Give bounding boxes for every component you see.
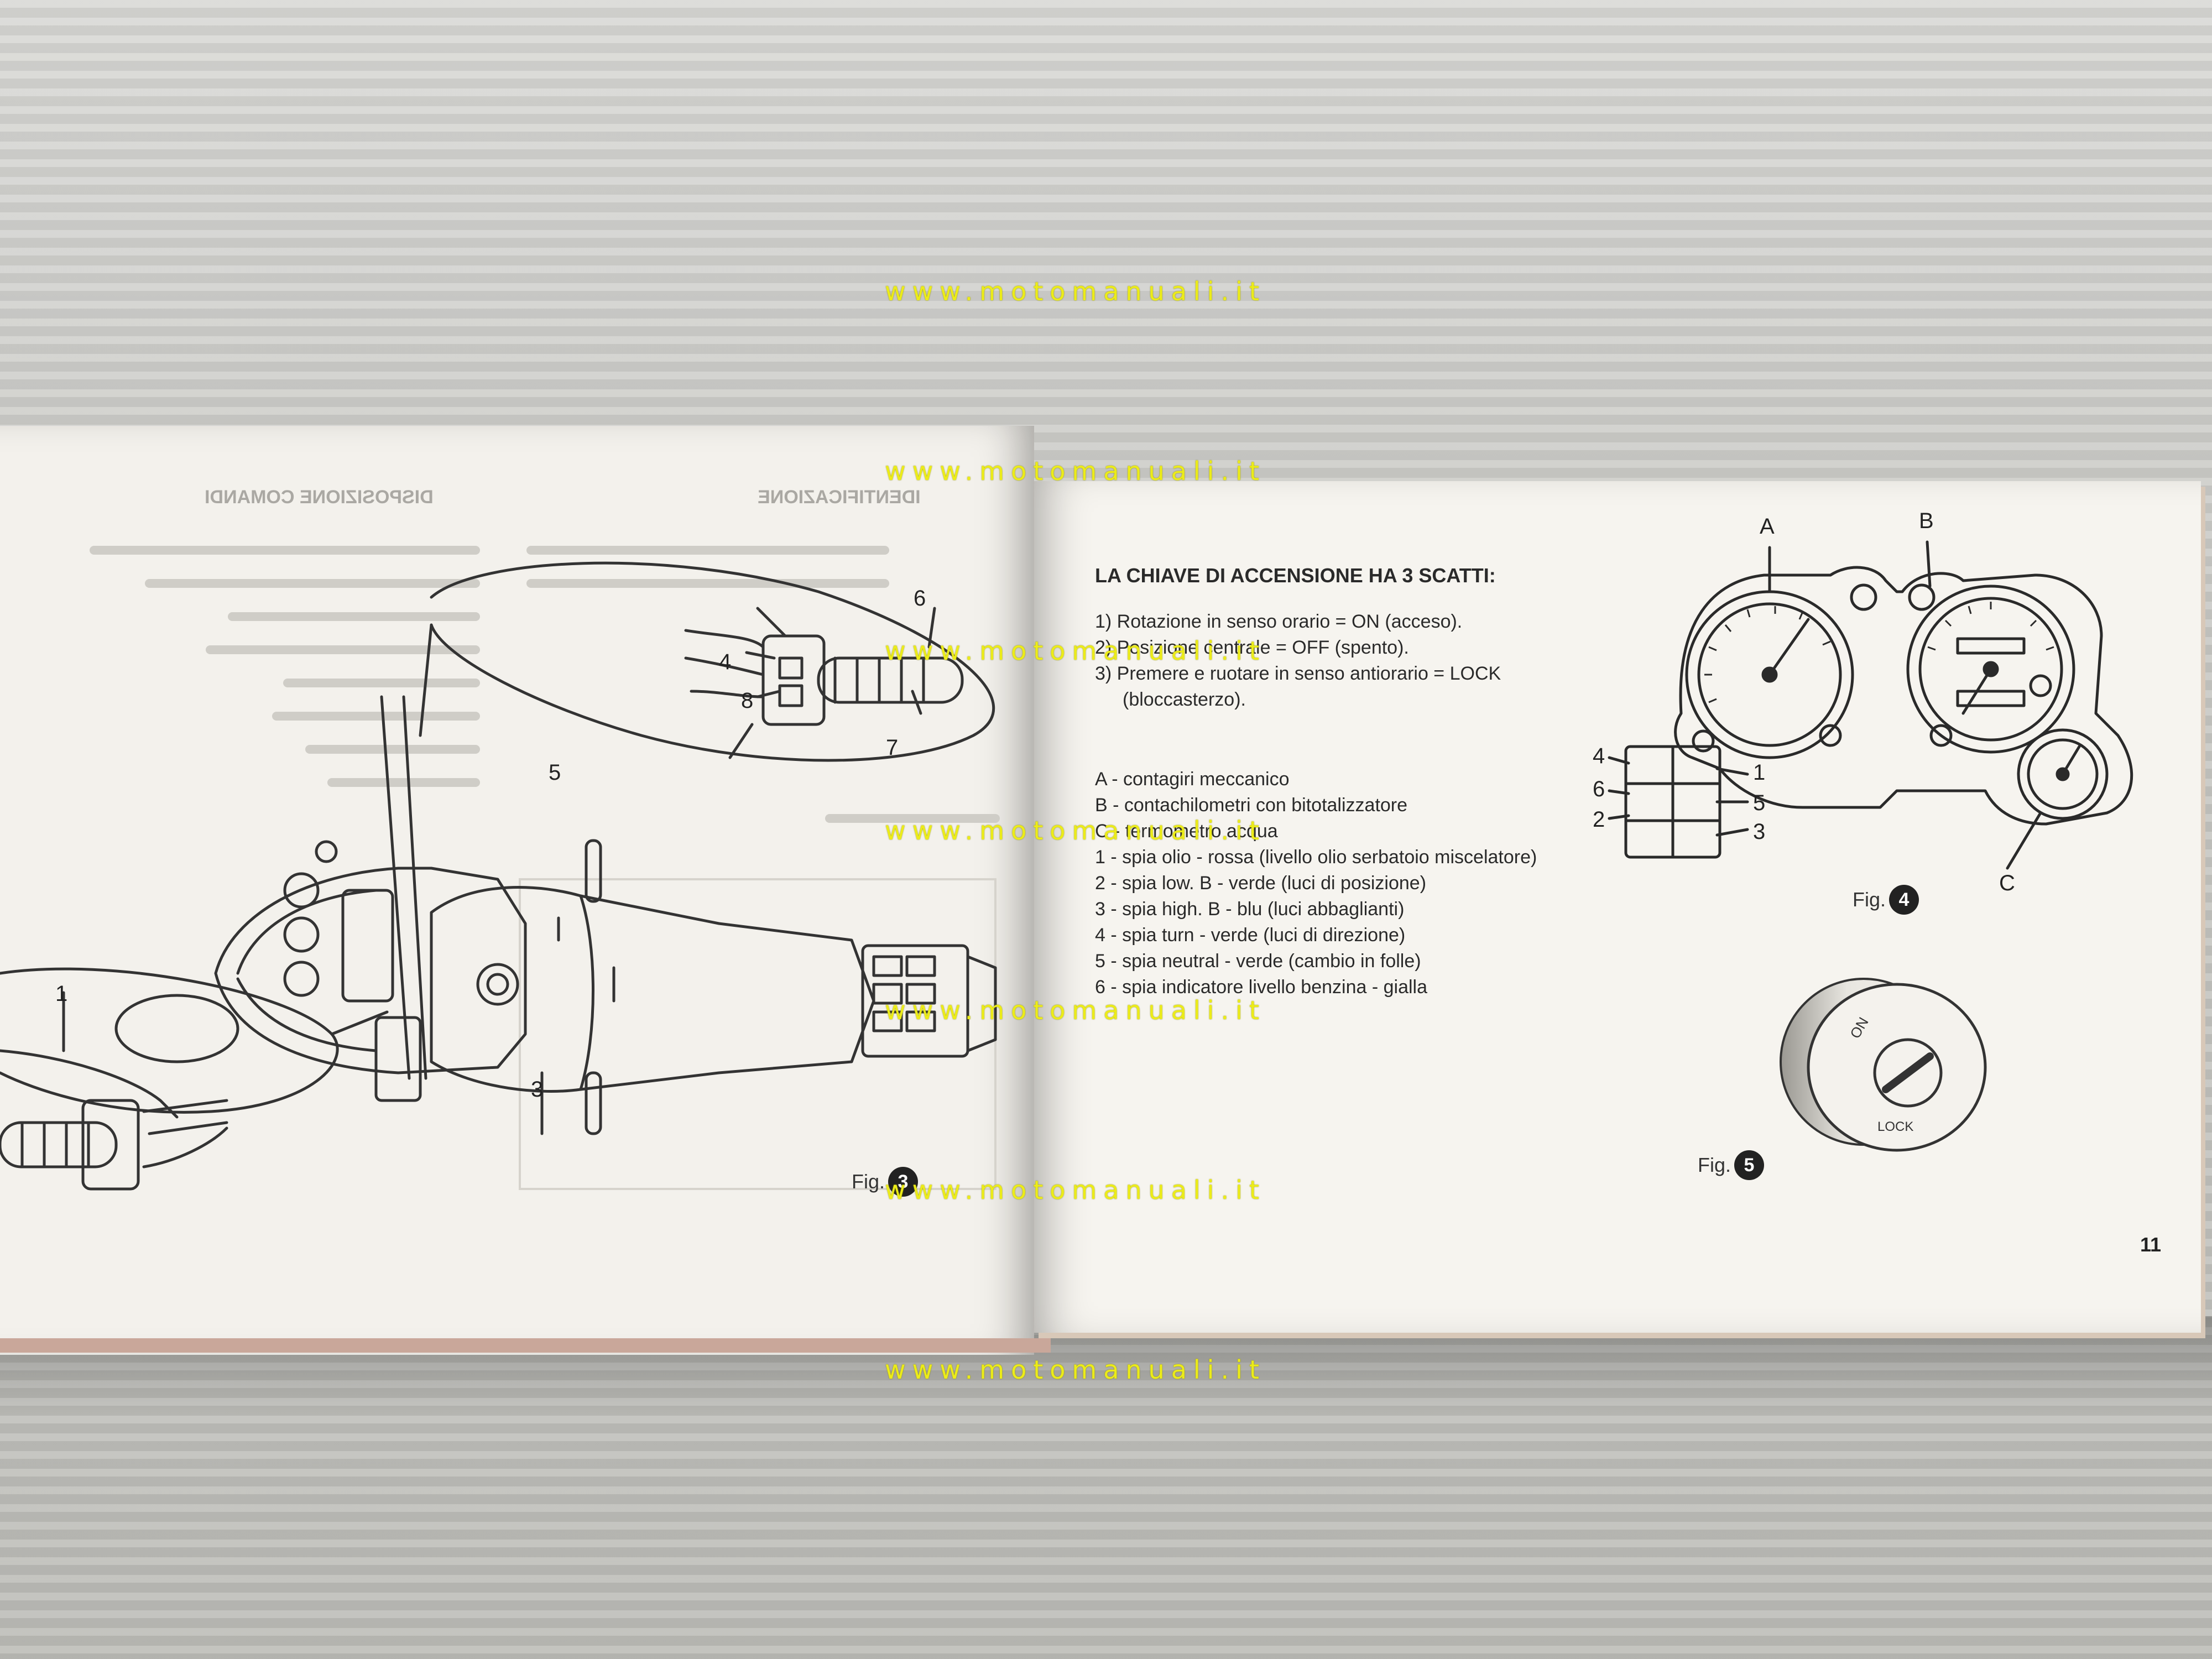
fig4-callout-a: A <box>1760 514 1775 539</box>
fig3-callout-7: 7 <box>886 735 899 760</box>
fig3-callout-8: 8 <box>741 688 754 713</box>
fig3-callout-1: 1 <box>55 982 68 1006</box>
fig5-label: Fig. 5 <box>1698 1150 1765 1180</box>
fig4-callout-5: 5 <box>1753 791 1766 815</box>
fig3-callout-4: 4 <box>719 650 732 674</box>
left-page: DISPOSIZIONE COMANDI IDENTIFICAZIONE <box>0 426 1034 1355</box>
fig3-callout-3: 3 <box>531 1077 544 1102</box>
watermark-5: www.motomanuali.it <box>885 995 1266 1025</box>
fig4-callout-c: C <box>1999 871 2015 895</box>
fig4-callout-b: B <box>1919 509 1934 533</box>
legend-6: 6 - spia indicatore livello benzina - gi… <box>1095 977 1427 998</box>
motorcycle-top-view-drawing <box>0 561 997 1191</box>
watermark-7: www.motomanuali.it <box>885 1355 1266 1385</box>
watermark-4: www.motomanuali.it <box>885 816 1266 846</box>
fig3-callout-5: 5 <box>549 760 561 785</box>
fig3-label-text: Fig. <box>852 1170 885 1193</box>
fig5-label-text: Fig. <box>1698 1154 1731 1176</box>
page-number: 11 <box>2140 1233 2162 1256</box>
key-step-3-cont: (bloccasterzo). <box>1123 689 1246 710</box>
fig3-label: Fig. 3 <box>852 1167 919 1197</box>
fig4-callout-6: 6 <box>1593 777 1605 801</box>
ignition-lock-drawing: ON LOCK <box>1780 978 1987 1152</box>
instrument-cluster-drawing <box>1608 540 2133 870</box>
watermark-1: www.motomanuali.it <box>885 276 1266 306</box>
fig4-callout-4: 4 <box>1593 744 1605 768</box>
legend-1: 1 - spia olio - rossa (livello olio serb… <box>1095 847 1537 868</box>
watermark-2: www.motomanuali.it <box>885 456 1266 486</box>
svg-text:LOCK: LOCK <box>1877 1119 1913 1134</box>
fig4-number: 4 <box>1889 885 1919 915</box>
ignition-key-heading: LA CHIAVE DI ACCENSIONE HA 3 SCATTI: <box>1095 564 1496 587</box>
legend-2: 2 - spia low. B - verde (luci di posizio… <box>1095 873 1427 894</box>
left-page-bottom-edge <box>0 1338 1051 1353</box>
fig3-number: 3 <box>888 1167 919 1197</box>
watermark-3: www.motomanuali.it <box>885 636 1266 666</box>
key-step-2: 2) Posizione centrale = OFF (spento). <box>1095 637 1409 658</box>
key-step-1: 1) Rotazione in senso orario = ON (acces… <box>1095 611 1463 632</box>
key-step-3: 3) Premere e ruotare in senso antiorario… <box>1095 663 1501 684</box>
legend-c: C - termometro acqua <box>1095 821 1278 842</box>
legend-4: 4 - spia turn - verde (luci di direzione… <box>1095 925 1406 946</box>
legend-3: 3 - spia high. B - blu (luci abbaglianti… <box>1095 899 1405 920</box>
fig3-callout-6: 6 <box>914 586 926 611</box>
watermark-6: www.motomanuali.it <box>885 1175 1266 1205</box>
fig5-number: 5 <box>1734 1150 1765 1180</box>
fig4-callout-2: 2 <box>1593 807 1605 832</box>
fig4-callout-3: 3 <box>1753 820 1766 844</box>
fig4-label-text: Fig. <box>1853 888 1886 911</box>
legend-a: A - contagiri meccanico <box>1095 769 1290 790</box>
fig4-label: Fig. 4 <box>1853 885 1919 915</box>
legend-5: 5 - spia neutral - verde (cambio in foll… <box>1095 951 1421 972</box>
fig4-callout-1: 1 <box>1753 760 1766 785</box>
right-page: LA CHIAVE DI ACCENSIONE HA 3 SCATTI: 1) … <box>1034 481 2201 1333</box>
legend-b: B - contachilometri con bitotalizzatore <box>1095 795 1408 816</box>
